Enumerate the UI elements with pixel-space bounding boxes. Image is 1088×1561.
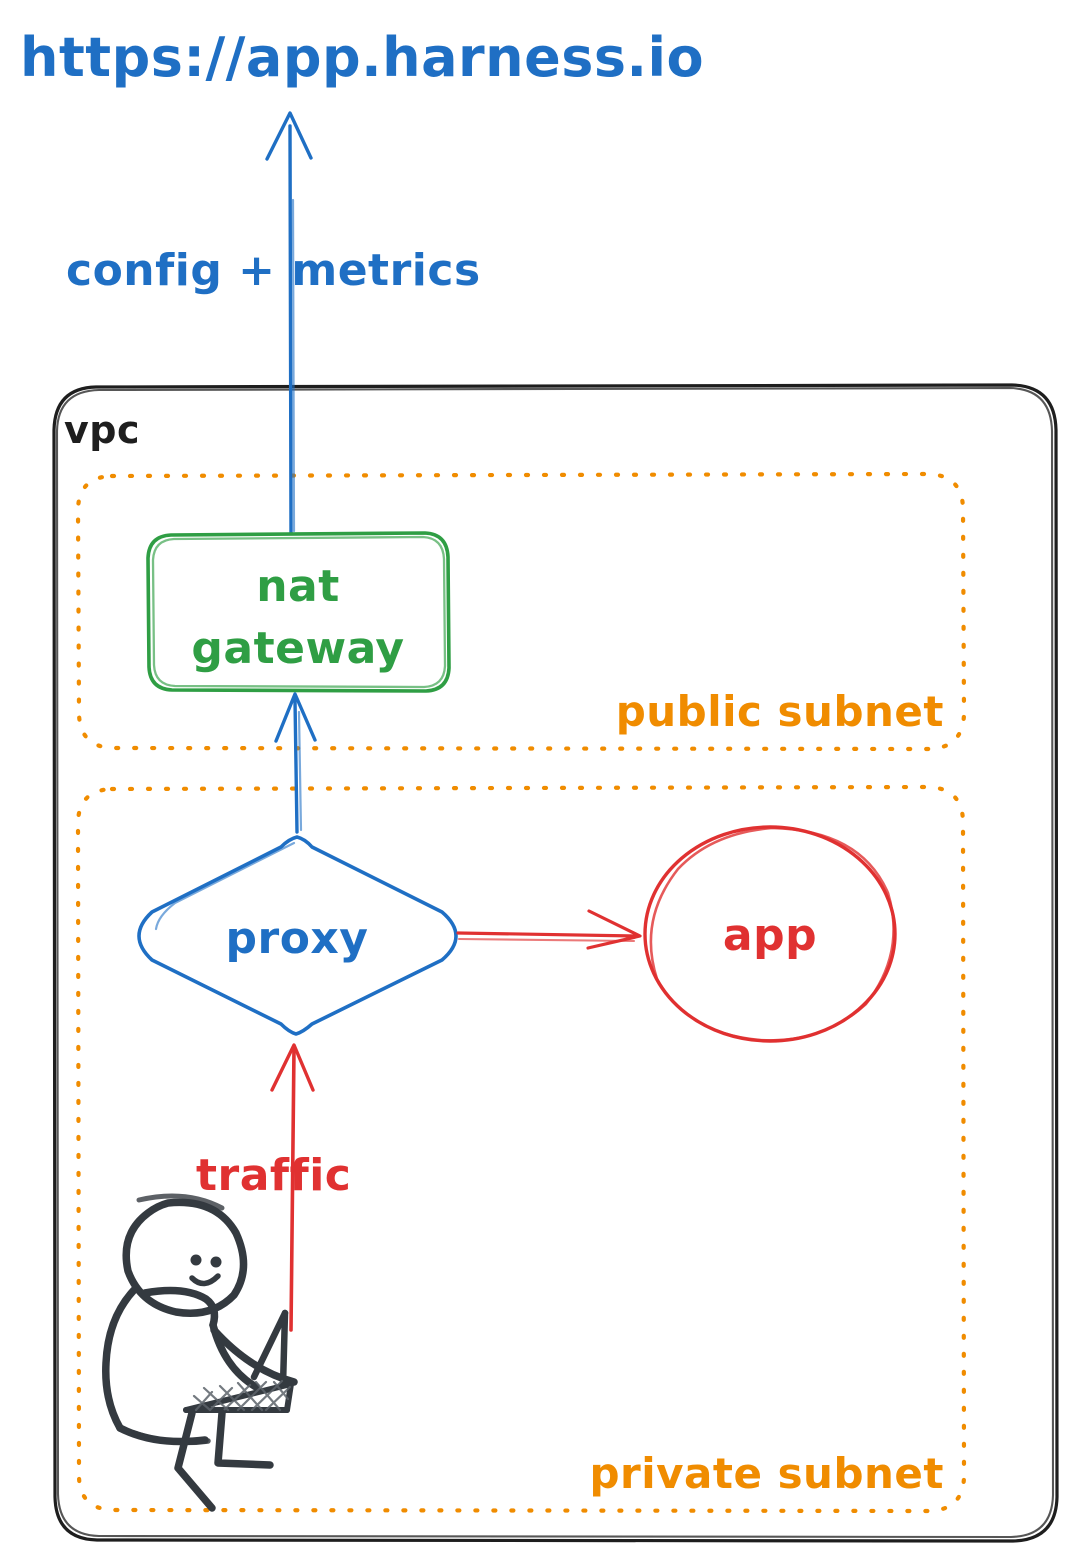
nat-gateway-node[interactable]: nat gateway	[146, 531, 451, 693]
proxy-node[interactable]: proxy	[137, 835, 458, 1036]
edge-nat-to-internet: config + metrics	[66, 111, 481, 535]
nat-gateway-label-line1: nat	[256, 561, 340, 612]
app-node[interactable]: app	[643, 825, 897, 1043]
nat-gateway-label-line2: gateway	[191, 623, 404, 674]
vpc-container: vpc	[52, 383, 1059, 1543]
vpc-label: vpc	[64, 408, 140, 452]
config-metrics-label: config + metrics	[66, 245, 481, 296]
public-subnet-label: public subnet	[616, 687, 944, 736]
private-subnet-container: private subnet	[75, 784, 967, 1514]
proxy-label: proxy	[226, 913, 369, 964]
external-endpoint-label: https://app.harness.io	[20, 26, 704, 89]
private-subnet-label: private subnet	[589, 1449, 944, 1498]
edge-user-to-proxy: traffic	[196, 1043, 351, 1332]
app-label: app	[723, 910, 817, 961]
edge-proxy-to-nat	[274, 692, 317, 834]
public-subnet-container: public subnet	[75, 471, 967, 752]
traffic-label: traffic	[196, 1150, 351, 1201]
edge-proxy-to-app	[456, 909, 642, 950]
user-person-with-laptop-icon	[102, 1193, 298, 1512]
